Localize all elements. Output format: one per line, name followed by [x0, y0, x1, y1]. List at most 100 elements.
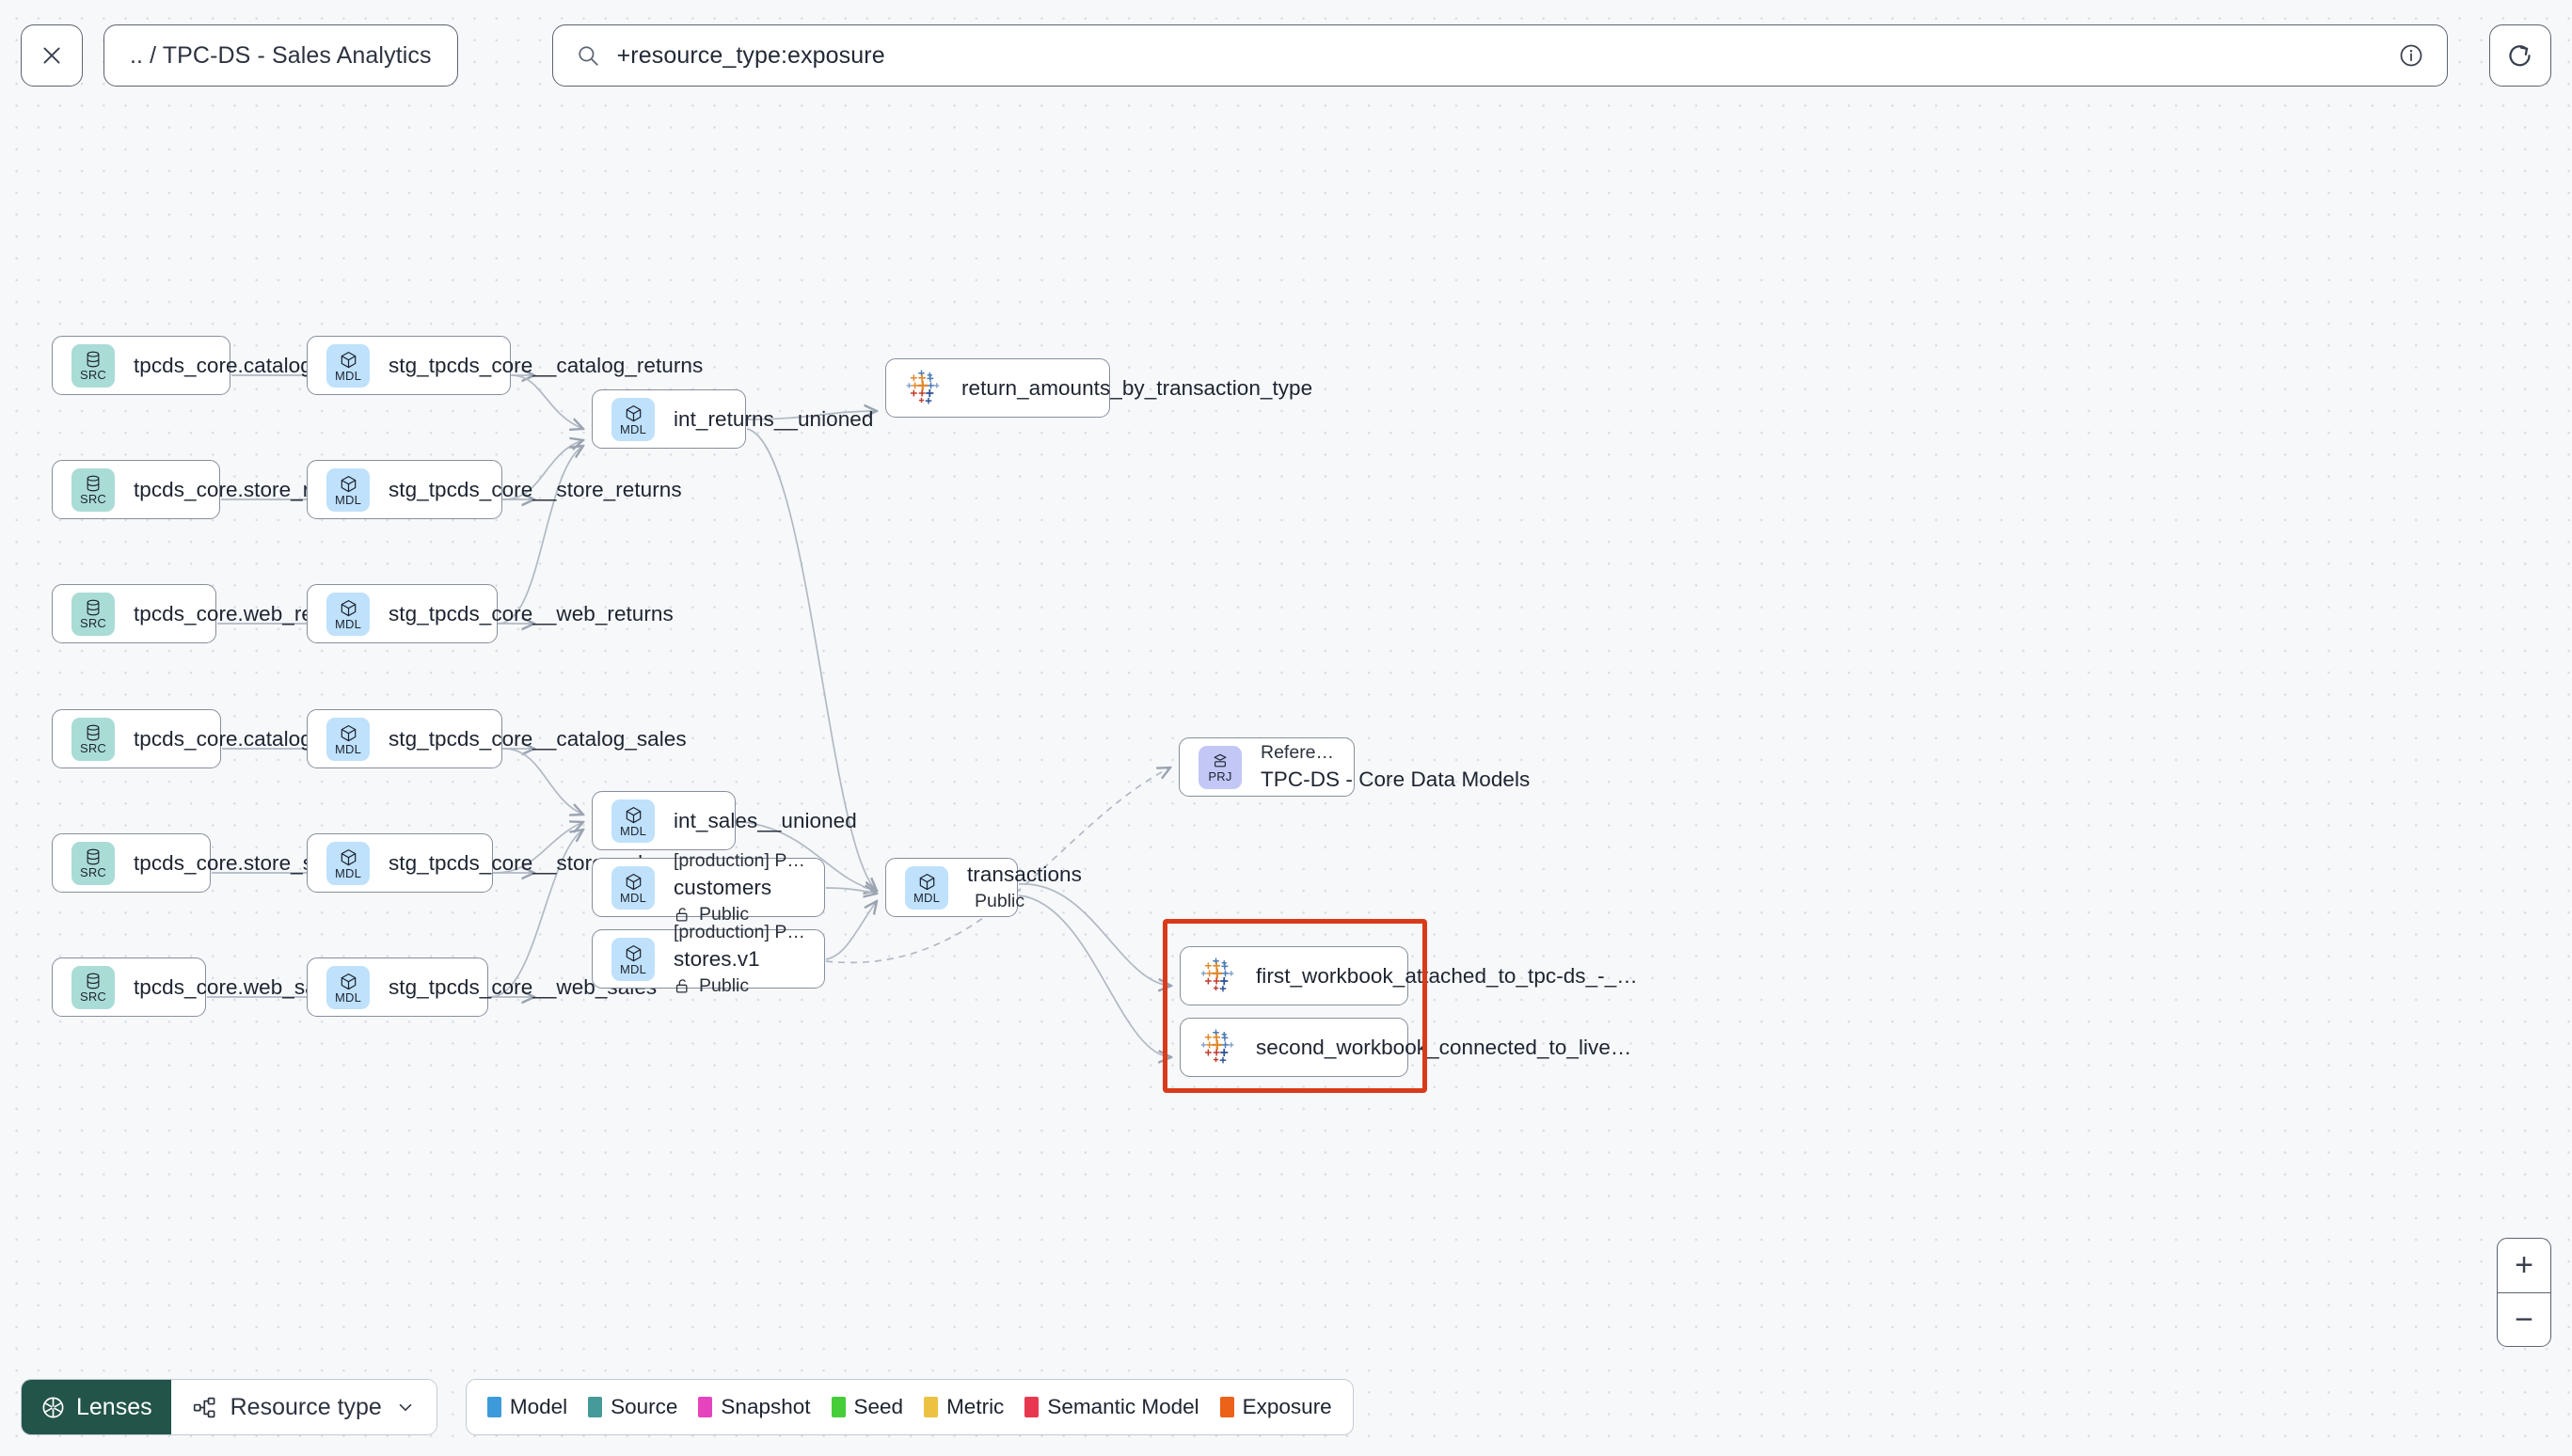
- database-icon: [87, 351, 100, 368]
- resource-type-dropdown[interactable]: Resource type: [170, 1380, 437, 1434]
- lineage-node-src_web_returns[interactable]: SRC tpcds_core.web_returns: [52, 584, 361, 643]
- legend-item-metric[interactable]: Metric: [924, 1395, 1004, 1419]
- legend-item-exposure[interactable]: Exposure: [1219, 1395, 1332, 1419]
- cube-icon: [626, 944, 641, 961]
- tableau-exposure-icon: [1200, 1029, 1234, 1063]
- node-title: TPC-DS - Core Data Models: [1261, 768, 1531, 791]
- node-type-badge-label: MDL: [913, 890, 941, 905]
- node-type-badge-label: MDL: [334, 492, 362, 507]
- zoom-in-button[interactable]: +: [2515, 1247, 2533, 1283]
- lineage-node-stores_v1[interactable]: MDL[production] Project: TPC-DS - Core D…: [592, 922, 825, 996]
- node-title: tpcds_core.catalog_sales: [134, 726, 374, 751]
- node-title: int_sales__unioned: [674, 808, 857, 832]
- cube-icon: [626, 873, 641, 890]
- search-input[interactable]: +resource_type:exposure: [616, 41, 885, 69]
- legend-label: Seed: [853, 1395, 904, 1418]
- bottom-toolbar: Lenses Resource type Model Source Snapshot…: [21, 1379, 1354, 1435]
- node-type-badge-src: SRC: [71, 965, 115, 1009]
- project-icon: [1214, 753, 1227, 768]
- close-icon: [43, 47, 60, 64]
- node-title: stores.v1: [674, 946, 760, 971]
- lineage-node-int_sales_unioned[interactable]: MDL int_sales__unioned: [592, 791, 857, 850]
- node-visibility-label: Public: [975, 891, 1025, 911]
- node-title: stg_tpcds_core__web_sales: [389, 974, 658, 999]
- legend-swatch: [698, 1397, 713, 1417]
- node-visibility-label: Public: [699, 974, 750, 996]
- node-body: stg_tpcds_core__web_returns: [389, 602, 674, 626]
- lenses-button[interactable]: Lenses: [22, 1380, 171, 1434]
- node-title: tpcds_core.web_returns: [134, 601, 361, 625]
- info-icon[interactable]: [2398, 42, 2424, 69]
- legend-item-semantic-model[interactable]: Semantic Model: [1024, 1395, 1199, 1419]
- node-type-badge-label: MDL: [334, 368, 362, 383]
- node-type-badge-label: SRC: [79, 865, 107, 879]
- node-visibility-label: Public: [699, 903, 750, 925]
- tableau-exposure-icon: [1200, 957, 1234, 991]
- node-type-badge-prj: PRJ: [1199, 745, 1242, 789]
- node-type-badge-mdl: MDL: [905, 865, 948, 910]
- legend-swatch: [831, 1397, 846, 1417]
- node-title: stg_tpcds_core__catalog_sales: [389, 726, 687, 751]
- node-subtitle: Referenced by: [1261, 742, 1335, 763]
- lineage-node-src_catalog_sales[interactable]: SRC tpcds_core.catalog_sales: [52, 709, 374, 768]
- chevron-down-icon: [399, 1403, 412, 1412]
- legend-swatch: [1219, 1397, 1234, 1417]
- legend-swatch: [588, 1397, 603, 1417]
- node-type-badge-label: SRC: [79, 368, 107, 382]
- lineage-node-stg_web_sales[interactable]: MDL stg_tpcds_core__web_sales: [307, 957, 658, 1017]
- node-title: tpcds_core.store_sales: [134, 850, 353, 875]
- lineage-node-stg_catalog_sales[interactable]: MDL stg_tpcds_core__catalog_sales: [307, 709, 687, 768]
- lineage-node-prj_referenced_by[interactable]: PRJ Referenced by TPC-DS - Core Data Model…: [1179, 737, 1531, 797]
- lineage-node-src_store_sales[interactable]: SRC tpcds_core.store_sales: [52, 833, 353, 893]
- node-type-badge-mdl: MDL: [611, 799, 655, 843]
- legend-item-model[interactable]: Model: [486, 1395, 568, 1419]
- zoom-out-button[interactable]: −: [2498, 1292, 2550, 1346]
- node-type-badge-label: SRC: [79, 616, 107, 630]
- node-type-badge-mdl: MDL: [611, 865, 655, 910]
- node-body: stg_tpcds_core__catalog_sales: [389, 726, 687, 752]
- legend-item-snapshot[interactable]: Snapshot: [698, 1395, 811, 1419]
- database-icon: [87, 973, 100, 989]
- refresh-button[interactable]: [2489, 24, 2551, 87]
- node-type-badge-label: MDL: [619, 823, 647, 838]
- legend-item-seed[interactable]: Seed: [831, 1395, 904, 1419]
- legend-item-source[interactable]: Source: [588, 1395, 677, 1419]
- node-visibility: Public: [967, 891, 1024, 912]
- cube-icon: [341, 599, 356, 616]
- node-type-badge-mdl: MDL: [326, 467, 370, 512]
- lineage-node-return_amounts[interactable]: return_amounts_by_transaction_type: [885, 358, 1312, 418]
- node-type-badge-label: MDL: [334, 989, 362, 1005]
- lineage-node-customers[interactable]: MDL [production] Project: TPC-DS - Core D…: [592, 850, 825, 925]
- zoom-controls[interactable]: + −: [2497, 1238, 2551, 1347]
- close-button[interactable]: [21, 24, 83, 87]
- legend-label: Model: [509, 1395, 568, 1418]
- node-body: int_returns__unioned: [674, 406, 874, 432]
- node-type-badge-src: SRC: [71, 717, 115, 761]
- node-type-badge-label: SRC: [79, 492, 107, 506]
- node-title: int_returns__unioned: [674, 406, 874, 431]
- database-icon: [87, 475, 100, 492]
- node-subtitle: [production] Project: TPC-DS - Core Data…: [674, 921, 805, 942]
- node-title: customers: [674, 875, 772, 899]
- search-icon: [578, 46, 598, 66]
- node-type-badge-mdl: MDL: [326, 717, 370, 761]
- cube-icon: [626, 404, 641, 421]
- node-title: tpcds_core.catalog_returns: [134, 353, 390, 377]
- node-subtitle: [production] Project: TPC-DS - Core Data…: [674, 849, 805, 871]
- search-bar[interactable]: +resource_type:exposure: [551, 24, 2448, 87]
- breadcrumb[interactable]: .. / TPC-DS - Sales Analytics: [103, 24, 458, 87]
- lineage-node-src_catalog_returns[interactable]: SRC tpcds_core.catalog_returns: [52, 336, 390, 395]
- lineage-node-second_workbook[interactable]: second_workbook_connected_to_live…: [1180, 1018, 1631, 1077]
- node-type-badge-label: SRC: [79, 989, 107, 1004]
- lineage-node-first_workbook[interactable]: first_workbook_attached_to_tpc-ds_-_…: [1180, 946, 1638, 1005]
- node-type-badge-label: SRC: [79, 741, 107, 755]
